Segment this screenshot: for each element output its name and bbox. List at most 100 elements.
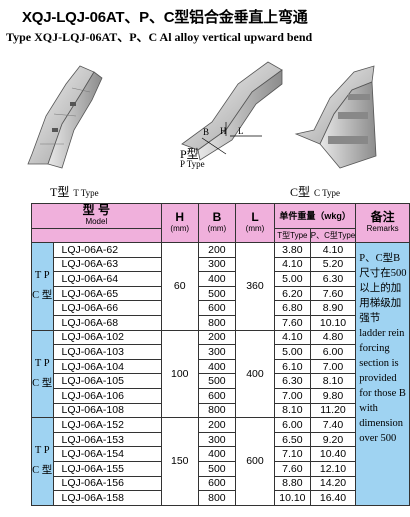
pc-weight-cell: 9.20 [309, 431, 357, 448]
model-cell: LQJ-06A-158 [52, 490, 162, 506]
table-subheader-row: T型Type P、C型Type [31, 228, 410, 243]
t-weight-cell: 10.10 [274, 490, 311, 506]
t-weight-cell: 3.80 [274, 242, 311, 258]
model-cell: LQJ-06A-104 [52, 358, 162, 375]
b-value-cell: 300 [197, 431, 236, 448]
dim-label-h: H [220, 126, 227, 136]
t-weight-cell: 4.10 [274, 329, 311, 346]
b-value-cell: 200 [197, 242, 236, 258]
model-cell: LQJ-06A-154 [52, 446, 162, 462]
t-weight-cell: 4.10 [274, 256, 311, 273]
b-value-cell: 800 [197, 490, 236, 506]
t-type-bend-drawing [27, 65, 103, 169]
page-title: XQJ-LQJ-06AT、P、C型铝合金垂直上弯通 [22, 9, 308, 26]
c-type-bend-drawing [294, 65, 377, 169]
t-weight-cell: 6.10 [274, 358, 311, 375]
pc-weight-cell: 7.00 [309, 358, 357, 375]
b-value-cell: 200 [197, 417, 236, 433]
model-cell: LQJ-06A-152 [52, 417, 162, 433]
pc-type-weight-header: P、C型Type [309, 228, 357, 243]
b-value-cell: 600 [197, 387, 236, 404]
pc-weight-cell: 11.20 [309, 402, 357, 419]
t-weight-cell: 6.80 [274, 300, 311, 316]
group-type-label: T P C 型 [31, 242, 54, 331]
dim-label-b: B [203, 127, 209, 137]
b-value-cell: 800 [197, 314, 236, 331]
c-type-caption: C型 C Type [290, 185, 340, 199]
pc-weight-cell: 8.10 [309, 373, 357, 389]
model-cell: LQJ-06A-66 [52, 300, 162, 316]
pc-weight-cell: 9.80 [309, 387, 357, 404]
pc-weight-cell: 10.40 [309, 446, 357, 462]
figures-area: B H L T型 T Type P型 P Type C型 C Type [0, 44, 410, 200]
pc-weight-cell: 16.40 [309, 490, 357, 506]
h-value-cell: 150 [160, 417, 199, 506]
t-weight-cell: 6.50 [274, 431, 311, 448]
l-value-cell: 400 [234, 329, 276, 419]
h-value-cell: 60 [160, 242, 199, 331]
pc-weight-cell: 14.20 [309, 475, 357, 492]
pc-weight-cell: 7.40 [309, 417, 357, 433]
t-weight-cell: 7.00 [274, 387, 311, 404]
model-cell: LQJ-06A-156 [52, 475, 162, 492]
model-cell: LQJ-06A-62 [52, 242, 162, 258]
group-type-label: T P C 型 [31, 417, 54, 506]
spec-table: 型 号 Model H (mm) B (mm) L (mm) 单件重量（wkg）… [31, 203, 410, 506]
model-cell: LQJ-06A-63 [52, 256, 162, 273]
t-weight-cell: 6.20 [274, 285, 311, 302]
weight-header: 单件重量（wkg） [274, 203, 357, 229]
remarks-header: 备注 Remarks [355, 203, 410, 243]
b-value-cell: 400 [197, 358, 236, 375]
model-cell: LQJ-06A-64 [52, 271, 162, 287]
remarks-cell: P、C型B尺寸在500以上的加用梯级加强节 ladder rein forcin… [355, 242, 410, 506]
b-value-cell: 300 [197, 344, 236, 360]
p-type-caption: P型 P Type [180, 147, 205, 169]
t-type-weight-header: T型Type [274, 228, 311, 243]
t-type-caption: T型 T Type [50, 185, 99, 199]
b-value-cell: 600 [197, 475, 236, 492]
l-value-cell: 600 [234, 417, 276, 506]
pc-weight-cell: 7.60 [309, 285, 357, 302]
pc-weight-cell: 5.20 [309, 256, 357, 273]
t-weight-cell: 7.60 [274, 460, 311, 477]
pc-weight-cell: 10.10 [309, 314, 357, 331]
h-header: H (mm) [160, 203, 199, 243]
model-cell: LQJ-06A-155 [52, 460, 162, 477]
model-cell: LQJ-06A-105 [52, 373, 162, 389]
b-header: B (mm) [197, 203, 236, 243]
pc-weight-cell: 6.00 [309, 344, 357, 360]
b-value-cell: 500 [197, 460, 236, 477]
t-weight-cell: 6.00 [274, 417, 311, 433]
b-value-cell: 500 [197, 373, 236, 389]
pc-weight-cell: 8.90 [309, 300, 357, 316]
t-weight-cell: 5.00 [274, 271, 311, 287]
page-subtitle: Type XQJ-LQJ-06AT、P、C Al alloy vertical … [6, 30, 313, 44]
model-header-cont [31, 228, 162, 243]
t-weight-cell: 7.10 [274, 446, 311, 462]
b-value-cell: 400 [197, 271, 236, 287]
t-weight-cell: 6.30 [274, 373, 311, 389]
b-value-cell: 800 [197, 402, 236, 419]
group-type-label: T P C 型 [31, 329, 54, 419]
model-header: 型 号 Model [31, 203, 162, 229]
table-header-row: 型 号 Model H (mm) B (mm) L (mm) 单件重量（wkg）… [31, 203, 410, 243]
model-cell: LQJ-06A-103 [52, 344, 162, 360]
model-cell: LQJ-06A-106 [52, 387, 162, 404]
pc-weight-cell: 4.80 [309, 329, 357, 346]
b-value-cell: 300 [197, 256, 236, 273]
pc-weight-cell: 6.30 [309, 271, 357, 287]
dim-label-l: L [238, 126, 244, 136]
b-value-cell: 600 [197, 300, 236, 316]
